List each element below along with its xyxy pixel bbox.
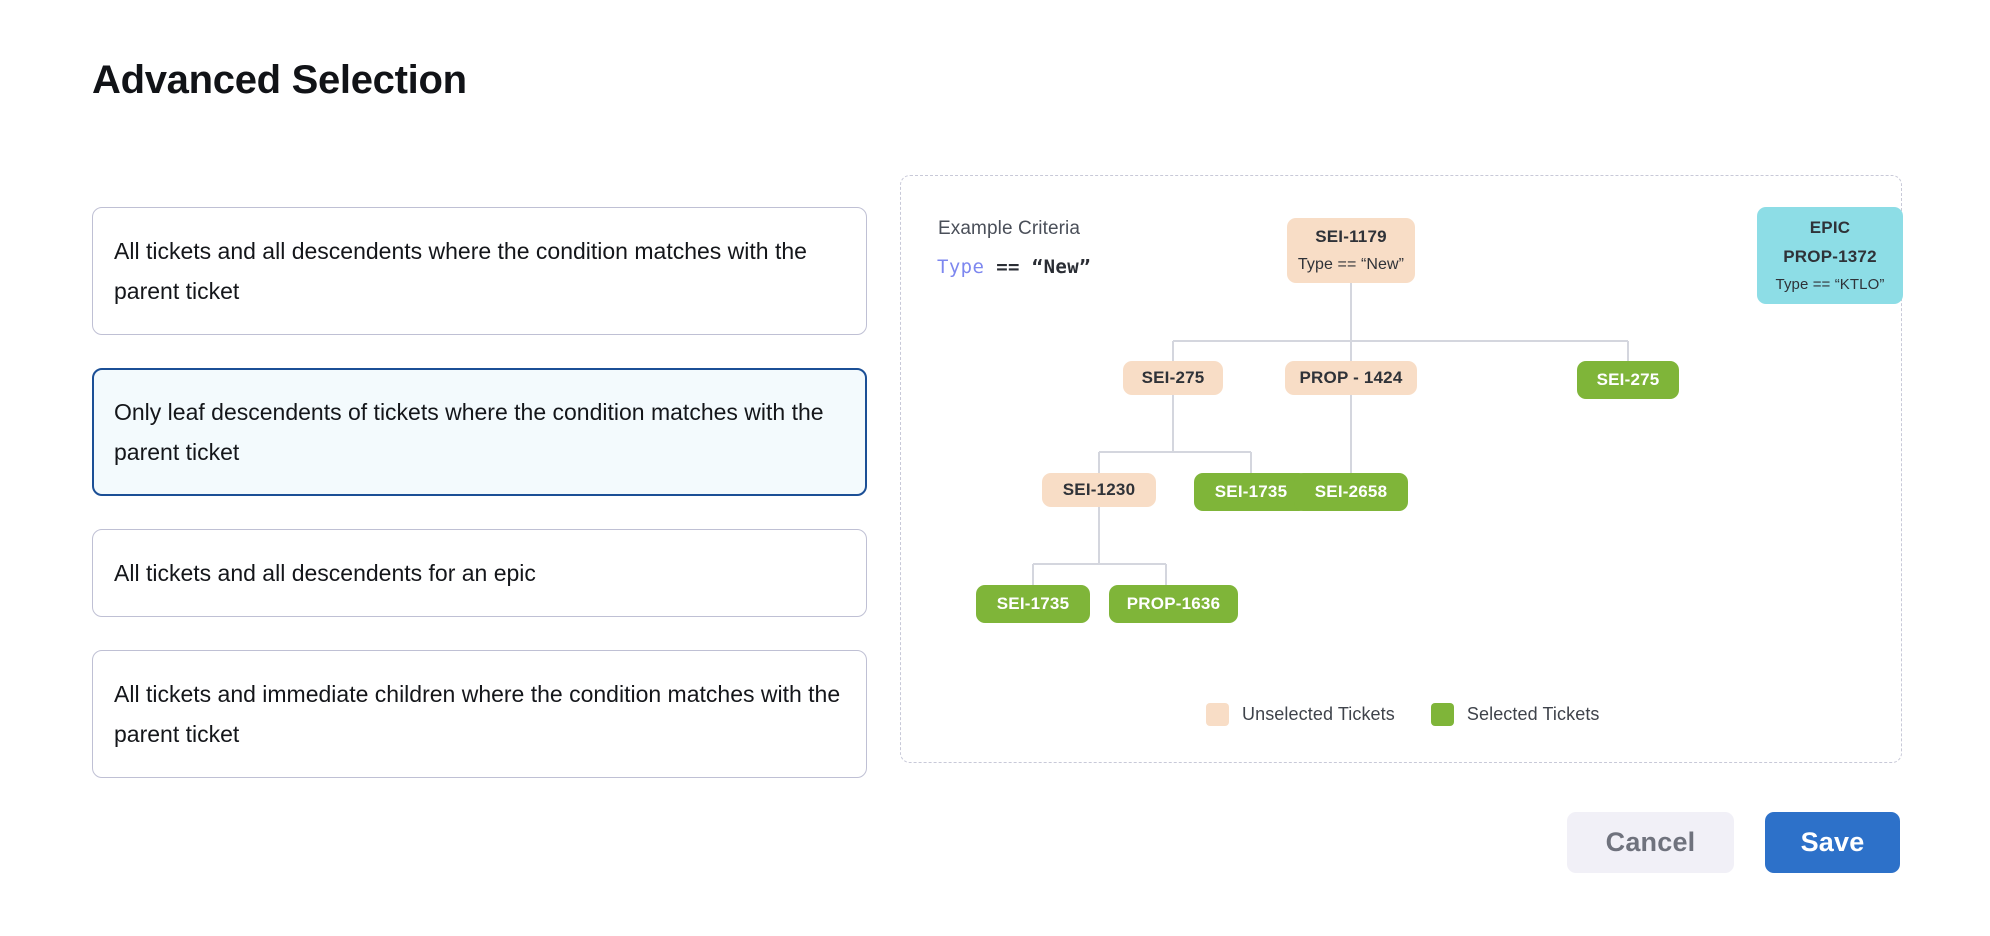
tree-node-prop-1424[interactable]: PROP - 1424 [1285, 361, 1417, 395]
option-card-leaf-descendents[interactable]: Only leaf descendents of tickets where t… [92, 368, 867, 496]
tree-node-sei-1179[interactable]: SEI-1179 Type == “New” [1287, 218, 1415, 283]
option-card-all-descendents[interactable]: All tickets and all descendents where th… [92, 207, 867, 335]
criteria-operator: == [996, 256, 1020, 278]
tree-node-sei-1735-b[interactable]: SEI-1735 [976, 585, 1090, 623]
node-id: SEI-275 [1141, 368, 1205, 387]
criteria-field: Type [937, 256, 985, 278]
legend-item-unselected: Unselected Tickets [1206, 703, 1395, 726]
save-button[interactable]: Save [1765, 812, 1900, 873]
tree-node-sei-1230[interactable]: SEI-1230 [1042, 473, 1156, 507]
tree-node-sei-2658[interactable]: SEI-2658 [1294, 473, 1408, 511]
option-label: All tickets and immediate children where… [114, 681, 841, 747]
node-condition: Type == “New” [1297, 256, 1405, 273]
example-diagram-panel: Example Criteria Type == “New” [900, 175, 1903, 764]
criteria-value: “New” [1031, 256, 1091, 278]
node-id: SEI-1230 [1062, 480, 1136, 499]
node-id: SEI-1179 [1315, 227, 1387, 246]
node-id: PROP-1372 [1783, 247, 1877, 266]
ticket-tree: SEI-1179 Type == “New” EPIC PROP-1372 Ty… [901, 176, 1903, 764]
tree-node-sei-1735-a[interactable]: SEI-1735 [1194, 473, 1308, 511]
legend-swatch-selected-icon [1430, 703, 1454, 726]
option-card-immediate-children[interactable]: All tickets and immediate children where… [92, 650, 867, 778]
node-id: SEI-275 [1596, 370, 1660, 389]
tree-node-sei-275-a[interactable]: SEI-275 [1123, 361, 1223, 395]
diagram-legend: Unselected Tickets Selected Tickets [1206, 703, 1600, 726]
dialog-footer: Cancel Save [1567, 812, 1900, 873]
legend-item-selected: Selected Tickets [1430, 703, 1600, 726]
tree-node-prop-1636[interactable]: PROP-1636 [1109, 585, 1238, 623]
option-card-epic-descendents[interactable]: All tickets and all descendents for an e… [92, 529, 867, 617]
tree-connectors [1032, 283, 1629, 585]
cancel-button[interactable]: Cancel [1567, 812, 1734, 873]
option-label: All tickets and all descendents where th… [114, 238, 807, 304]
page-title: Advanced Selection [92, 58, 467, 102]
option-label: All tickets and all descendents for an e… [114, 560, 536, 586]
node-id: SEI-1735 [1214, 482, 1288, 501]
legend-label: Selected Tickets [1466, 704, 1600, 724]
node-id: SEI-2658 [1314, 482, 1388, 501]
node-id: SEI-1735 [996, 594, 1070, 613]
criteria-expression: Type == “New” [937, 256, 1091, 278]
option-label: Only leaf descendents of tickets where t… [114, 399, 824, 465]
legend-label: Unselected Tickets [1242, 704, 1395, 724]
criteria-label: Example Criteria [938, 218, 1081, 239]
node-id: PROP-1636 [1126, 594, 1221, 613]
tree-node-epic-prop-1372[interactable]: EPIC PROP-1372 Type == “KTLO” [1757, 207, 1903, 304]
tree-node-sei-275-b[interactable]: SEI-275 [1577, 361, 1679, 399]
option-list: All tickets and all descendents where th… [92, 207, 867, 811]
legend-swatch-unselected-icon [1206, 703, 1229, 726]
node-id: PROP - 1424 [1299, 368, 1403, 387]
node-condition: Type == “KTLO” [1775, 276, 1885, 293]
node-type: EPIC [1809, 218, 1851, 237]
